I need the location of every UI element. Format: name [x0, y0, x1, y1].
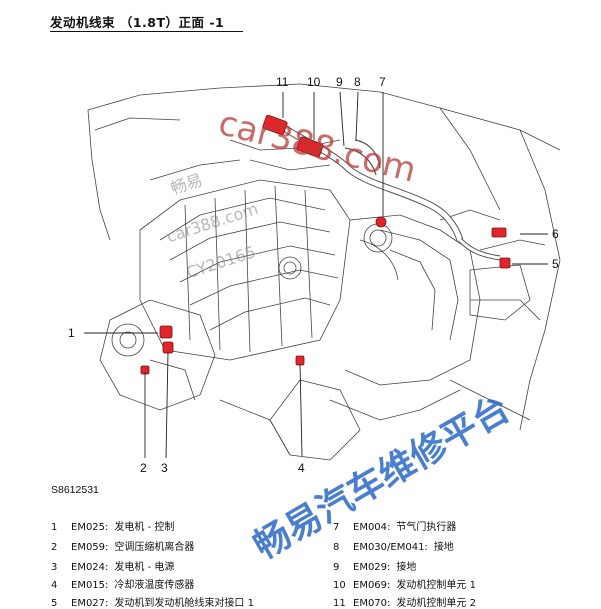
connector-6	[491, 227, 507, 238]
legend-num: 11	[333, 598, 346, 609]
legend-desc: 发动机控制单元 1	[396, 580, 476, 591]
legend-desc: 发动机控制单元 2	[396, 598, 476, 609]
legend-item-9: 9 EM029: 接地	[333, 558, 416, 573]
legend-item-8: 8 EM030/EM041: 接地	[333, 538, 454, 553]
legend-desc: 接地	[433, 542, 454, 553]
legend-code: EM059:	[71, 542, 109, 553]
legend-num: 1	[51, 522, 58, 533]
connector-5	[499, 257, 511, 269]
connectors	[140, 114, 511, 375]
legend-num: 5	[51, 598, 58, 609]
legend-item-4: 4 EM015: 冷却液温度传感器	[51, 576, 194, 591]
page-title: 发动机线束 （1.8T）正面 -1	[50, 15, 225, 30]
legend-desc: 空调压缩机离合器	[114, 542, 195, 553]
legend-code: EM069:	[353, 580, 391, 591]
callout-7: 7	[379, 75, 386, 89]
legend-desc: 发电机 - 控制	[114, 522, 175, 533]
legend-desc: 接地	[396, 562, 417, 573]
legend-desc: 发动机到发动机舱线束对接口 1	[114, 598, 254, 609]
connector-7	[375, 216, 387, 228]
legend-code: EM027:	[71, 598, 109, 609]
callout-5: 5	[552, 257, 559, 271]
connector-11	[262, 114, 288, 136]
legend-num: 8	[333, 542, 340, 553]
callout-11: 11	[276, 75, 289, 89]
legend-code: EM024:	[71, 562, 109, 573]
title-underline	[50, 31, 243, 32]
legend-num: 4	[51, 580, 58, 591]
legend-code: EM025:	[71, 522, 109, 533]
legend-code: EM004:	[353, 522, 391, 533]
callout-labels: 11 10 9 8 7 6 5 1 2 3 4	[68, 75, 559, 475]
legend-num: 10	[333, 580, 346, 591]
connector-10	[296, 136, 324, 158]
engine-linework	[87, 83, 561, 461]
callout-leaders	[84, 91, 548, 459]
callout-10: 10	[307, 75, 321, 89]
legend-code: EM015:	[71, 580, 109, 591]
callout-4: 4	[298, 461, 305, 475]
legend-desc: 发电机 - 电源	[114, 562, 175, 573]
legend-num: 9	[333, 562, 340, 573]
legend-num: 2	[51, 542, 58, 553]
legend-item-3: 3 EM024: 发电机 - 电源	[51, 558, 174, 573]
legend-num: 7	[333, 522, 340, 533]
callout-6: 6	[552, 227, 559, 241]
legend-code: EM070:	[353, 598, 391, 609]
callout-3: 3	[161, 461, 168, 475]
legend-code: EM029:	[353, 562, 391, 573]
legend-item-10: 10 EM069: 发动机控制单元 1	[333, 576, 476, 591]
legend-item-7: 7 EM004: 节气门执行器	[333, 518, 456, 533]
legend-desc: 节气门执行器	[396, 522, 457, 533]
legend-item-2: 2 EM059: 空调压缩机离合器	[51, 538, 194, 553]
legend-num: 3	[51, 562, 58, 573]
legend-item-1: 1 EM025: 发电机 - 控制	[51, 518, 174, 533]
callout-8: 8	[354, 75, 361, 89]
legend-desc: 冷却液温度传感器	[114, 580, 195, 591]
callout-1: 1	[68, 326, 75, 340]
callout-9: 9	[336, 75, 343, 89]
legend-code: EM030/EM041:	[353, 542, 428, 553]
figure-code: S8612531	[51, 484, 99, 496]
callout-2: 2	[140, 461, 147, 475]
connector-1	[159, 325, 173, 339]
